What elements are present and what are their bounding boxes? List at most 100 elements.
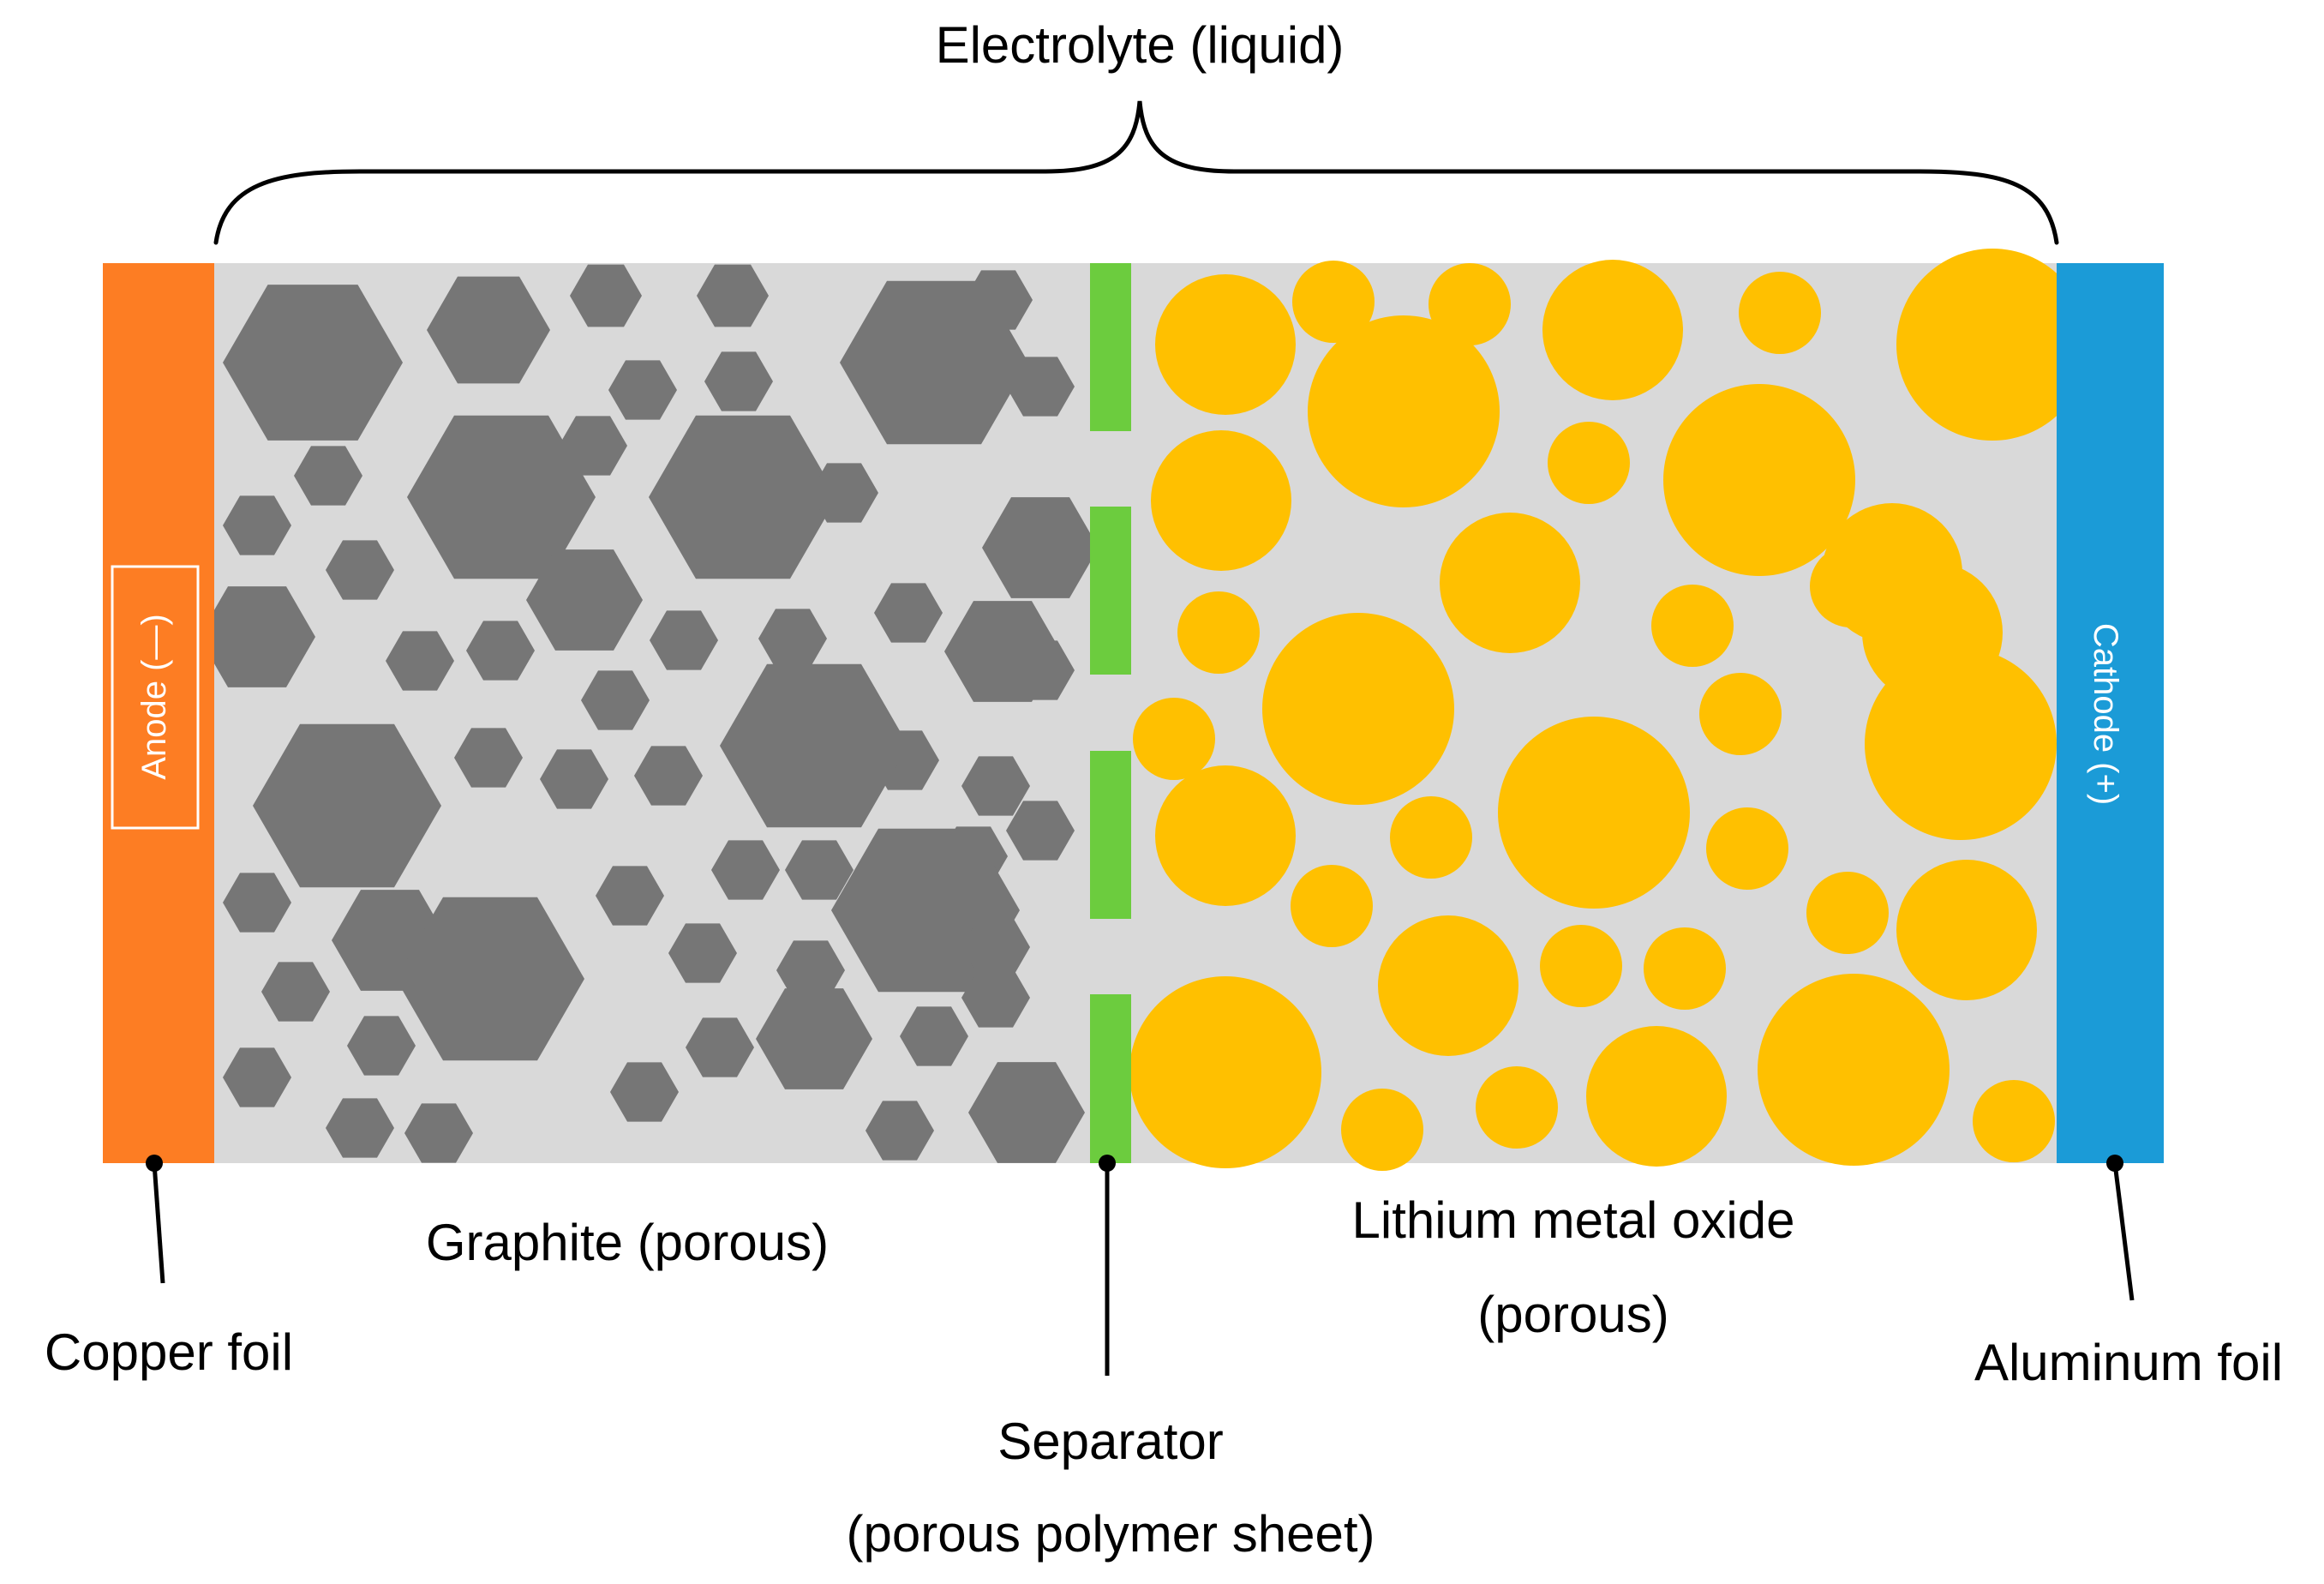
separator-segment [1090,507,1131,675]
circle-icon [1586,1026,1727,1167]
graphite-label: Graphite (porous) [426,1214,829,1271]
hexagon-icon [874,583,943,643]
hexagon-icon [776,940,845,1000]
hexagon-icon [559,416,627,476]
hexagon-icon [253,723,441,888]
copper-foil [103,263,214,1163]
hexagon-icon [581,670,650,730]
hexagon-icon [326,540,394,600]
graphite-particles [199,264,1099,1163]
oxide-particles [1129,249,2088,1171]
hexagon-icon [650,610,718,670]
circle-icon [1542,260,1683,400]
hexagon-icon [720,663,908,828]
circle-icon [1308,315,1500,507]
circle-icon [1133,698,1215,780]
hexagon-icon [961,756,1030,816]
hexagon-icon [964,270,1033,330]
lithium-oxide-label-line2: (porous) [1477,1286,1668,1343]
hexagon-icon [1006,640,1075,700]
anode-label: Anode (—) [135,614,173,779]
hexagon-icon [223,1047,291,1107]
circle-icon [1177,591,1260,674]
hexagon-icon [982,497,1099,598]
hexagon-icon [711,840,780,900]
circle-icon [1390,796,1472,879]
circle-icon [1341,1089,1423,1171]
anode-label-box [111,565,200,830]
hexagon-icon [223,285,403,441]
hexagon-icon [968,1062,1085,1163]
hexagon-icon [199,586,315,687]
hexagon-icon [396,897,584,1061]
circle-icon [1896,860,2037,1000]
hexagon-icon [668,923,737,983]
circle-icon [1262,613,1454,805]
hexagon-icon [526,549,643,651]
circle-icon [1476,1066,1558,1149]
hexagon-icon [785,840,854,900]
circle-icon [1155,274,1296,415]
hexagon-icon [900,1006,968,1066]
leader-lines [146,1155,2135,1376]
hexagon-icon [223,873,291,933]
hexagon-icon [608,360,677,420]
hexagon-icon [686,1017,754,1077]
hexagon-icon [386,631,454,691]
circle-icon [1806,872,1889,954]
electrolyte-label: Electrolyte (liquid) [936,16,1345,74]
hexagon-icon [294,446,362,506]
circle-icon [1651,585,1734,667]
copper-foil-label: Copper foil [45,1323,293,1381]
separator-segment [1090,994,1131,1163]
circle-icon [1291,865,1373,947]
circle-icon [1865,648,2057,840]
hexagon-icon [223,495,291,555]
hexagon-icon [261,962,330,1022]
separator-label-line1: Separator [997,1413,1224,1470]
circle-icon [1758,974,1950,1166]
hexagon-icon [466,621,535,681]
aluminum-foil [2057,263,2164,1163]
hexagon-icon [649,415,837,579]
hexagon-icon [961,968,1030,1028]
circle-icon [1540,925,1622,1007]
circle-icon [1699,673,1782,755]
hexagon-icon [756,988,872,1089]
copper-leader-line [152,1162,165,1284]
hexagon-icon [610,1062,679,1122]
circle-icon [1429,263,1511,345]
hexagon-icon [1006,801,1075,861]
circle-icon [1739,272,1821,354]
hexagon-icon [407,415,596,579]
lithium-oxide-label-line1: Lithium metal oxide [1352,1191,1795,1249]
separator-label-line2: (porous polymer sheet) [847,1505,1375,1563]
circle-icon [1498,717,1690,909]
hexagon-icon [454,728,523,788]
hexagon-icon [961,917,1030,977]
circle-icon [1378,915,1518,1056]
hexagon-icon [427,276,550,384]
separator-segment [1090,263,1131,431]
circle-icon [1973,1080,2055,1162]
hexagon-icon [326,1098,394,1158]
circle-icon [1896,249,2088,441]
aluminum-foil-label: Aluminum foil [1974,1334,2283,1391]
hexagon-icon [540,749,608,809]
separator [1090,263,1131,1163]
hexagon-icon [758,609,827,669]
circle-icon [1155,765,1296,906]
hexagon-icon [697,264,769,327]
circle-icon [1151,430,1291,571]
circle-icon [1663,384,1855,576]
curly-brace-icon [213,100,2059,245]
hexagon-icon [347,1016,416,1076]
hexagon-icon [704,351,773,411]
hexagon-icon [404,1103,473,1163]
circle-icon [1548,422,1630,504]
circle-icon [1644,927,1726,1010]
hexagon-icon [634,746,703,806]
hexagon-icon [866,1101,934,1161]
separator-segment [1090,751,1131,919]
